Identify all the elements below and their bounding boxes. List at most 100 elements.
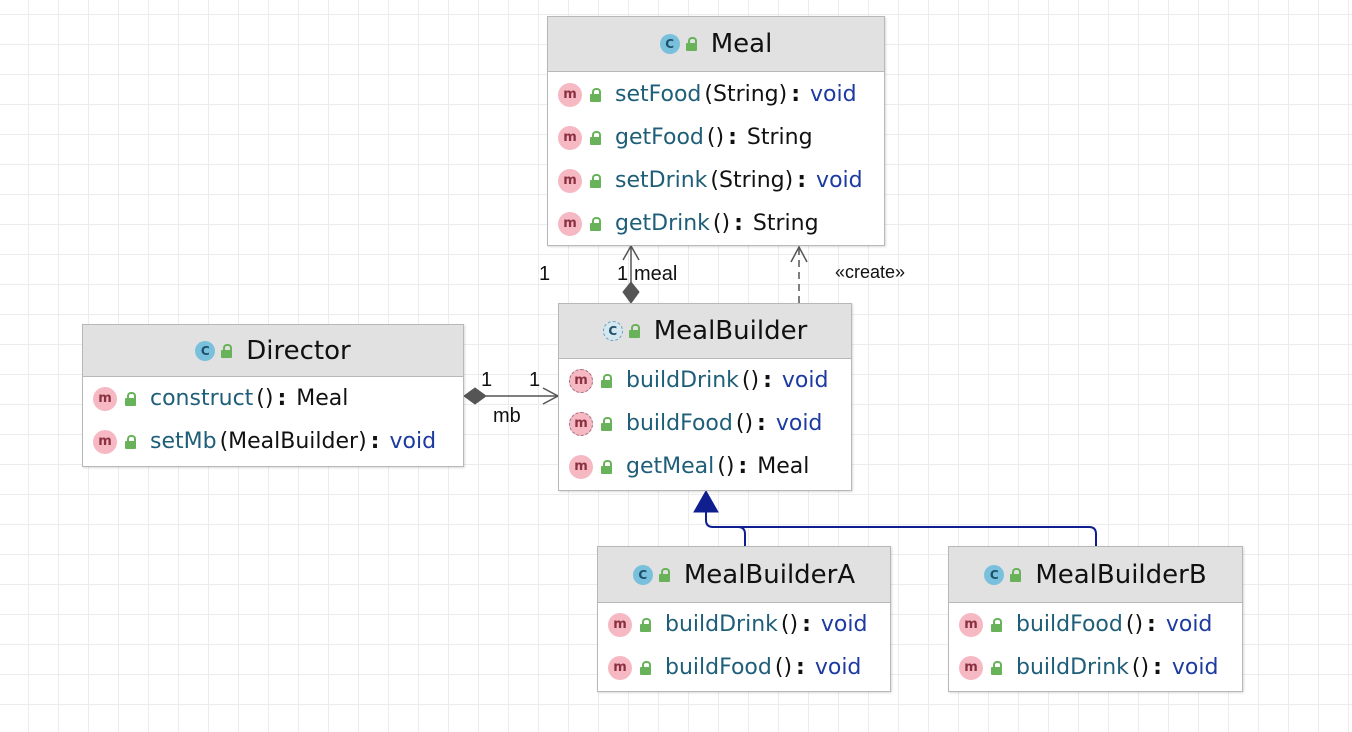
- mb-role-label: mb: [493, 405, 521, 427]
- method-row[interactable]: m buildFood(): void: [598, 646, 890, 689]
- abstract-method-m-icon: m: [569, 368, 593, 393]
- return-separator: :: [370, 429, 380, 454]
- method-name: buildFood: [665, 655, 772, 680]
- method-name: buildFood: [626, 411, 733, 436]
- method-return-type: void: [389, 429, 437, 454]
- method-params: (): [1125, 612, 1144, 637]
- method-params: (): [256, 386, 274, 411]
- mb-source-multiplicity: 1: [481, 369, 493, 391]
- method-m-icon: m: [959, 612, 983, 637]
- public-lock-icon: [991, 617, 1002, 632]
- method-m-icon: m: [558, 168, 582, 193]
- public-lock-icon: [685, 37, 697, 51]
- class-header: C MealBuilder: [559, 304, 851, 359]
- return-separator: :: [734, 211, 743, 236]
- public-lock-icon: [125, 391, 136, 406]
- method-params: (): [774, 655, 793, 680]
- class-header: C MealBuilderA: [598, 547, 890, 603]
- public-lock-icon: [601, 373, 612, 388]
- mb-composition-link[interactable]: [463, 387, 560, 405]
- class-title: MealBuilderB: [1035, 559, 1207, 590]
- method-params: (String): [710, 168, 794, 193]
- method-name: getFood: [615, 125, 704, 150]
- return-separator: :: [797, 168, 807, 193]
- method-return-type: void: [810, 82, 857, 107]
- public-lock-icon: [640, 617, 651, 632]
- method-return-type: void: [820, 612, 868, 637]
- return-separator: :: [802, 612, 811, 637]
- method-name: buildDrink: [665, 612, 778, 637]
- method-name: buildDrink: [626, 368, 739, 393]
- mb-target-multiplicity: 1: [529, 369, 541, 391]
- inheritance-link[interactable]: [693, 489, 1097, 546]
- public-lock-icon: [590, 173, 601, 188]
- method-row[interactable]: m buildFood(): void: [949, 603, 1242, 646]
- method-params: (): [706, 125, 725, 150]
- public-lock-icon: [590, 216, 601, 231]
- method-name: getDrink: [615, 211, 710, 236]
- return-separator: :: [796, 655, 805, 680]
- return-separator: :: [1147, 612, 1156, 637]
- method-return-type: void: [775, 411, 823, 436]
- class-title: MealBuilderA: [683, 559, 856, 590]
- method-return-type: String: [746, 125, 813, 150]
- create-dependency-link[interactable]: [790, 245, 808, 303]
- method-params: (): [741, 368, 760, 393]
- method-name: setMb: [150, 429, 217, 454]
- method-name: construct: [150, 386, 254, 411]
- class-c-icon: C: [632, 564, 653, 585]
- class-header: C Meal: [548, 17, 884, 72]
- method-return-type: void: [814, 655, 862, 680]
- method-m-icon: m: [558, 125, 582, 150]
- method-params: (): [1131, 655, 1150, 680]
- method-name: getMeal: [626, 454, 715, 479]
- public-lock-icon: [658, 567, 670, 582]
- create-stereotype-label: «create»: [835, 262, 906, 282]
- public-lock-icon: [601, 416, 612, 431]
- public-lock-icon: [125, 434, 136, 449]
- class-header: C MealBuilderB: [949, 547, 1242, 603]
- public-lock-icon: [628, 324, 640, 338]
- public-lock-icon: [640, 660, 651, 675]
- return-separator: :: [1153, 655, 1162, 680]
- class-c-icon: C: [195, 340, 216, 361]
- return-separator: :: [738, 454, 748, 479]
- method-return-type: Meal: [296, 386, 349, 411]
- meal-composition-link[interactable]: [622, 244, 640, 304]
- class-c-icon: C: [659, 34, 680, 54]
- method-return-type: void: [1171, 655, 1219, 680]
- return-separator: :: [277, 386, 287, 411]
- method-return-type: void: [816, 168, 863, 193]
- class-c-icon: C: [984, 564, 1005, 585]
- method-params: (): [717, 454, 735, 479]
- class-title: MealBuilder: [653, 316, 808, 346]
- method-m-icon: m: [608, 612, 632, 637]
- method-m-icon: m: [608, 655, 632, 680]
- meal-target-multiplicity: 1: [617, 263, 629, 285]
- method-params: (): [780, 612, 799, 637]
- method-row[interactable]: m buildDrink(): void: [598, 603, 890, 646]
- method-name: buildFood: [1016, 612, 1123, 637]
- class-title: Director: [246, 335, 351, 366]
- method-return-type: void: [1165, 612, 1213, 637]
